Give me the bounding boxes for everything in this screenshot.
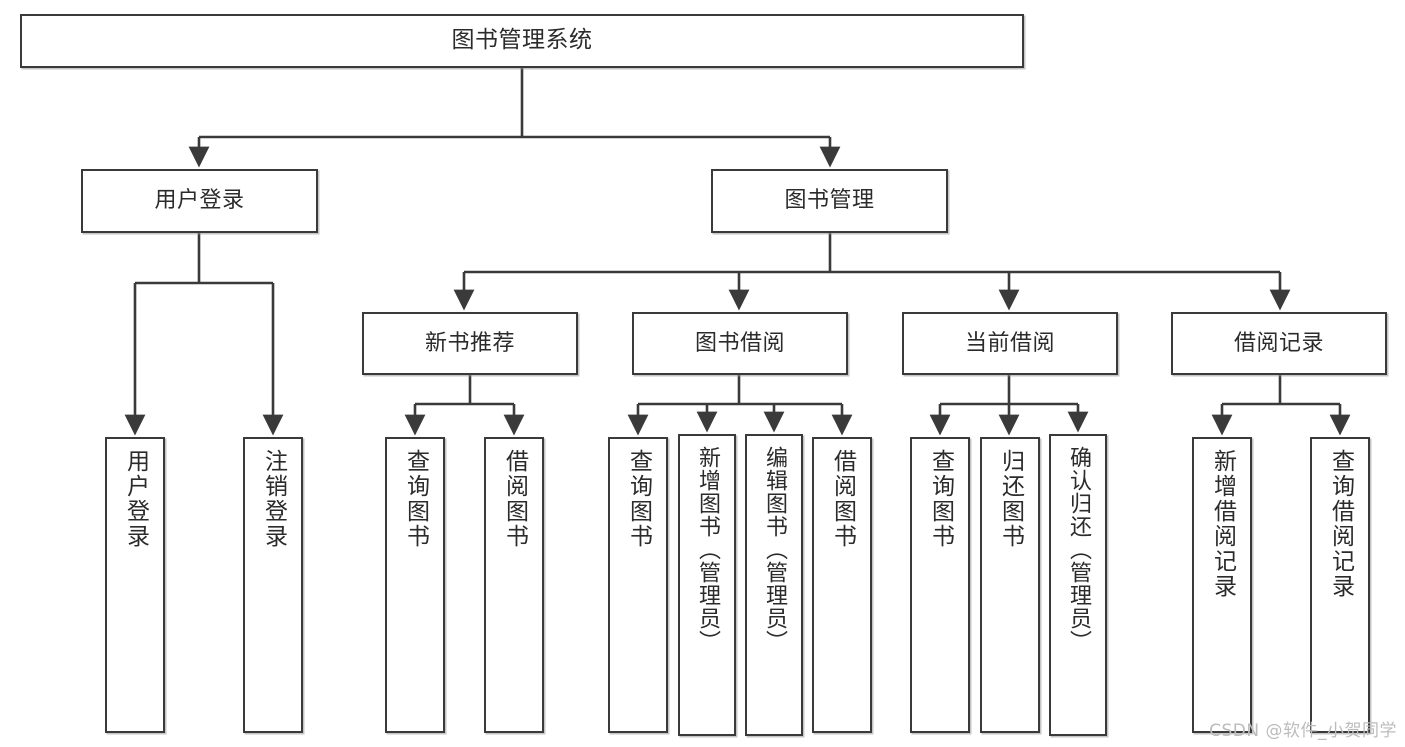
node-label: 查询图书 xyxy=(927,449,954,549)
node-label: 注销登录 xyxy=(260,449,287,549)
node-book-management[interactable]: 图书管理 xyxy=(711,169,948,233)
leaf-current-borrow-return-book[interactable]: 归还图书 xyxy=(980,437,1040,733)
leaf-book-borrow-add-book-admin[interactable]: 新增图书（管理员） xyxy=(678,434,736,736)
node-label: 确认归还（管理员） xyxy=(1066,446,1091,653)
leaf-user-login-login[interactable]: 用户登录 xyxy=(105,437,165,733)
leaf-book-borrow-query-book[interactable]: 查询图书 xyxy=(608,437,668,733)
node-user-login[interactable]: 用户登录 xyxy=(81,169,318,233)
node-label: 查询图书 xyxy=(402,449,429,549)
node-label: 当前借阅 xyxy=(964,330,1055,356)
leaf-current-borrow-confirm-return-admin[interactable]: 确认归还（管理员） xyxy=(1049,434,1107,736)
node-root-library-system[interactable]: 图书管理系统 xyxy=(20,14,1024,68)
node-label: 用户登录 xyxy=(154,188,245,214)
leaf-current-borrow-query-book[interactable]: 查询图书 xyxy=(910,437,970,733)
node-label: 查询图书 xyxy=(625,449,652,549)
node-borrow-record[interactable]: 借阅记录 xyxy=(1171,312,1387,375)
node-label: 查询借阅记录 xyxy=(1327,449,1354,599)
leaf-new-book-query-book[interactable]: 查询图书 xyxy=(385,437,445,733)
node-label: 新书推荐 xyxy=(424,330,515,356)
node-book-borrow[interactable]: 图书借阅 xyxy=(632,312,848,375)
leaf-new-book-borrow-book[interactable]: 借阅图书 xyxy=(484,437,544,733)
leaf-user-login-logout[interactable]: 注销登录 xyxy=(243,437,303,733)
leaf-book-borrow-borrow-book[interactable]: 借阅图书 xyxy=(812,437,872,733)
node-new-book-recommend[interactable]: 新书推荐 xyxy=(362,312,578,375)
leaf-borrow-record-add-record[interactable]: 新增借阅记录 xyxy=(1192,437,1252,733)
node-label: 新增图书（管理员） xyxy=(695,446,720,653)
node-label: 用户登录 xyxy=(122,449,149,549)
node-label: 图书管理系统 xyxy=(451,27,593,54)
node-label: 归还图书 xyxy=(997,449,1024,549)
leaf-borrow-record-query-record[interactable]: 查询借阅记录 xyxy=(1310,437,1370,733)
leaf-book-borrow-edit-book-admin[interactable]: 编辑图书（管理员） xyxy=(745,434,803,736)
node-current-borrow[interactable]: 当前借阅 xyxy=(902,312,1118,375)
node-label: 图书管理 xyxy=(784,188,875,214)
node-label: 新增借阅记录 xyxy=(1209,449,1236,599)
node-label: 借阅图书 xyxy=(501,449,528,549)
node-label: 编辑图书（管理员） xyxy=(762,446,787,653)
csdn-watermark: CSDN @软件_小贺同学 xyxy=(1209,721,1397,741)
node-label: 图书借阅 xyxy=(694,330,785,356)
node-label: 借阅图书 xyxy=(829,449,856,549)
node-label: 借阅记录 xyxy=(1233,330,1324,356)
